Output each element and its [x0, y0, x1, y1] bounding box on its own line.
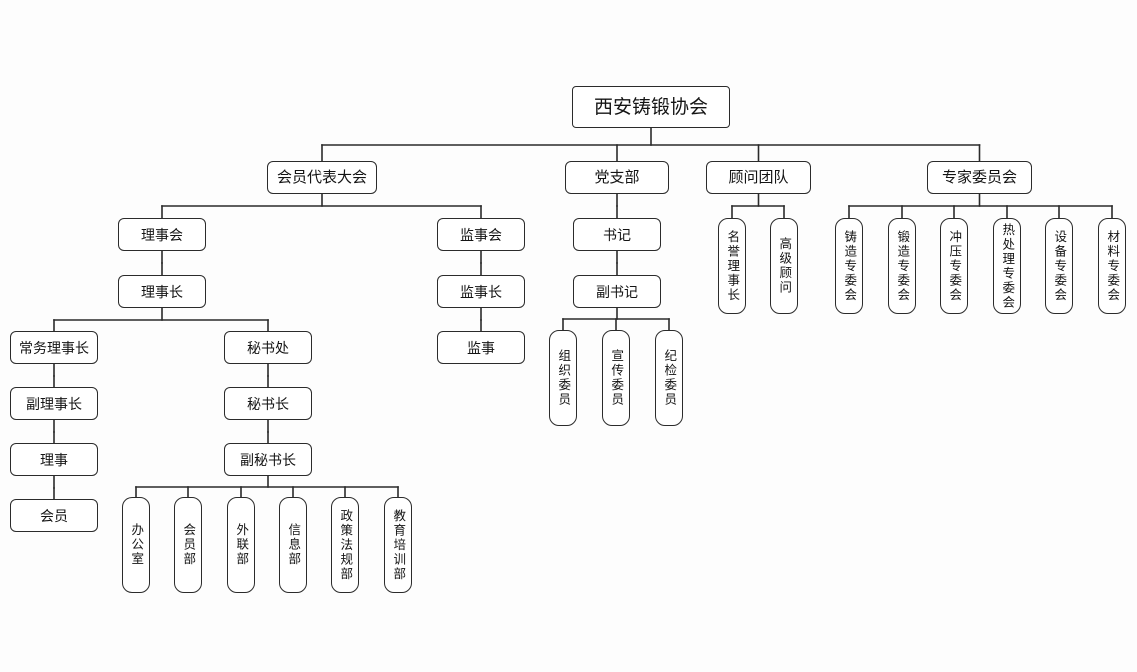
- node-label-secretary: 书记: [603, 226, 631, 243]
- node-label-stamping-committee: 冲压专委会: [947, 229, 962, 303]
- node-council: 理事会: [118, 218, 206, 251]
- node-deputy-secretary: 副书记: [573, 275, 661, 308]
- node-director: 理事: [10, 443, 98, 476]
- node-equipment-committee: 设备专委会: [1045, 218, 1073, 314]
- node-supervisor: 监事: [437, 331, 525, 364]
- node-party-branch: 党支部: [565, 161, 669, 194]
- node-chief-supervisor: 监事长: [437, 275, 525, 308]
- node-member-congress: 会员代表大会: [267, 161, 377, 194]
- node-information-dept: 信息部: [279, 497, 307, 593]
- node-expert-committee: 专家委员会: [927, 161, 1032, 194]
- node-label-external-liaison-dept: 外联部: [234, 523, 249, 567]
- node-label-supervisory-board: 监事会: [460, 226, 502, 243]
- node-chairman: 理事长: [118, 275, 206, 308]
- node-label-information-dept: 信息部: [286, 523, 301, 567]
- node-label-materials-committee: 材料专委会: [1105, 229, 1120, 303]
- node-label-executive-chairman: 常务理事长: [19, 339, 89, 356]
- node-secretary-general: 秘书长: [224, 387, 312, 420]
- node-heat-treatment-committee: 热处理专委会: [993, 218, 1021, 314]
- node-discipline-commissioner: 纪检委员: [655, 330, 683, 426]
- node-secretariat: 秘书处: [224, 331, 312, 364]
- node-label-deputy-secretary: 副书记: [596, 283, 638, 300]
- node-senior-advisor: 高级顾问: [770, 218, 798, 314]
- node-label-vice-chairman: 副理事长: [26, 395, 82, 412]
- node-label-heat-treatment-committee: 热处理专委会: [1000, 222, 1015, 310]
- node-label-education-training-dept: 教育培训部: [391, 508, 406, 582]
- node-label-member: 会员: [40, 507, 68, 524]
- node-deputy-secretary-general: 副秘书长: [224, 443, 312, 476]
- node-label-chairman: 理事长: [141, 283, 183, 300]
- node-label-chief-supervisor: 监事长: [460, 283, 502, 300]
- node-label-party-branch: 党支部: [594, 169, 640, 186]
- node-external-liaison-dept: 外联部: [227, 497, 255, 593]
- node-label-senior-advisor: 高级顾问: [777, 237, 792, 295]
- node-label-supervisor: 监事: [467, 339, 495, 356]
- node-label-secretary-general: 秘书长: [247, 395, 289, 412]
- node-label-membership-dept: 会员部: [181, 523, 196, 567]
- node-secretary: 书记: [573, 218, 661, 251]
- node-label-member-congress: 会员代表大会: [276, 169, 367, 186]
- node-education-training-dept: 教育培训部: [384, 497, 412, 593]
- node-root: 西安铸锻协会: [572, 86, 730, 128]
- node-office: 办公室: [122, 497, 150, 593]
- node-label-organization-commissioner: 组织委员: [556, 349, 571, 407]
- node-label-discipline-commissioner: 纪检委员: [662, 349, 677, 407]
- node-label-honorary-chairman: 名誉理事长: [725, 229, 740, 303]
- node-honorary-chairman: 名誉理事长: [718, 218, 746, 314]
- node-vice-chairman: 副理事长: [10, 387, 98, 420]
- node-supervisory-board: 监事会: [437, 218, 525, 251]
- node-label-equipment-committee: 设备专委会: [1052, 229, 1067, 303]
- node-label-secretariat: 秘书处: [247, 339, 289, 356]
- node-casting-committee: 铸造专委会: [835, 218, 863, 314]
- node-organization-commissioner: 组织委员: [549, 330, 577, 426]
- node-label-publicity-commissioner: 宣传委员: [609, 349, 624, 407]
- node-label-root: 西安铸锻协会: [593, 96, 708, 118]
- node-label-council: 理事会: [141, 226, 183, 243]
- node-policy-regulation-dept: 政策法规部: [331, 497, 359, 593]
- node-label-advisor-team: 顾问团队: [728, 169, 789, 186]
- node-label-expert-committee: 专家委员会: [941, 169, 1017, 186]
- node-membership-dept: 会员部: [174, 497, 202, 593]
- node-forging-committee: 锻造专委会: [888, 218, 916, 314]
- node-label-deputy-secretary-general: 副秘书长: [240, 451, 296, 468]
- node-stamping-committee: 冲压专委会: [940, 218, 968, 314]
- node-member: 会员: [10, 499, 98, 532]
- node-label-director: 理事: [40, 451, 68, 468]
- node-label-office: 办公室: [129, 523, 144, 567]
- node-label-casting-committee: 铸造专委会: [842, 229, 857, 303]
- node-advisor-team: 顾问团队: [706, 161, 811, 194]
- node-materials-committee: 材料专委会: [1098, 218, 1126, 314]
- node-publicity-commissioner: 宣传委员: [602, 330, 630, 426]
- node-executive-chairman: 常务理事长: [10, 331, 98, 364]
- node-label-policy-regulation-dept: 政策法规部: [338, 508, 353, 582]
- node-label-forging-committee: 锻造专委会: [895, 229, 910, 303]
